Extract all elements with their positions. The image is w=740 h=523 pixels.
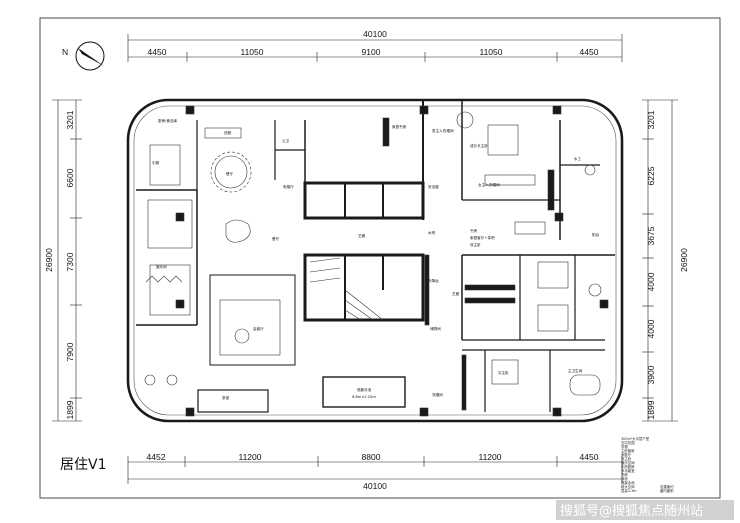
- legend-block: 300m²大平层户型 空中花园 衣帽 主卧套房 家庭厅 双主卧 娱乐空间 中西厨…: [621, 436, 674, 493]
- label-restaurant: 餐厅: [272, 236, 280, 241]
- bottom-seg-3: 8800: [362, 452, 381, 462]
- label-elder-son-suite: 成长长主卧: [470, 143, 488, 148]
- top-seg-4: 11050: [479, 47, 502, 57]
- left-seg-4: 7900: [65, 342, 75, 361]
- left-total-dim: 26900: [44, 248, 54, 272]
- left-seg-5: 1899: [65, 400, 75, 419]
- right-seg-3: 3675: [646, 226, 656, 245]
- label-hobby-room: 娱乐间: [156, 264, 167, 269]
- label-public-wc: 公卫: [282, 138, 290, 143]
- bottom-seg-1: 4452: [147, 452, 166, 462]
- label-meeting-room: 会客厅: [253, 326, 264, 331]
- legend-line-12: 观景泳池: [621, 480, 635, 485]
- furniture-details: [144, 105, 609, 417]
- right-seg-5: 4000: [646, 319, 656, 338]
- label-balcony: 阳台: [592, 232, 600, 237]
- legend-line-13: 超大空间: [621, 484, 635, 489]
- label-pool-size: 6.8m×2.25m: [352, 395, 376, 399]
- bottom-dimension-chain: [127, 456, 623, 484]
- label-study-room: 书房: [470, 228, 478, 233]
- legend-line-2: 空中花园: [621, 440, 635, 445]
- label-wardrobe: 衣帽间: [432, 392, 443, 397]
- left-dimension-chain: [52, 99, 82, 422]
- bottom-seg-2: 11200: [238, 452, 261, 462]
- right-seg-2: 6225: [646, 166, 656, 185]
- top-seg-3: 9100: [362, 47, 381, 57]
- legend-line-7: 娱乐空间: [621, 460, 635, 465]
- label-family-living: 家庭客厅+茶吧: [470, 235, 495, 240]
- legend-line-9: 多功能室: [621, 468, 635, 473]
- legend-line-1: 300m²大平层户型: [621, 436, 650, 441]
- label-master-closet: 女主人衣帽间: [478, 182, 500, 187]
- label-master-bath: 主卫生间: [568, 368, 583, 373]
- north-arrow: [75, 41, 105, 71]
- bottom-total-dim: 40100: [363, 481, 387, 491]
- left-seg-2: 6600: [65, 168, 75, 187]
- legend-line-16: 套内面积: [660, 488, 674, 493]
- watermark-text: 搜狐号@搜狐焦点随州站: [560, 504, 703, 519]
- top-seg-2: 11050: [240, 47, 263, 57]
- legend-line-11: 泳池: [621, 476, 628, 481]
- watermark-background: [556, 500, 734, 520]
- label-dining-room: 餐厅: [226, 171, 234, 176]
- bottom-seg-5: 4450: [580, 452, 599, 462]
- legend-line-5: 家庭厅: [621, 452, 632, 457]
- label-storage: 储物间: [430, 326, 441, 331]
- legend-line-14: 层高3.3m: [621, 488, 637, 493]
- top-seg-1: 4450: [148, 47, 167, 57]
- right-seg-1: 3201: [646, 110, 656, 129]
- left-seg-1: 3201: [65, 110, 75, 129]
- building-outline: [126, 98, 624, 423]
- bottom-seg-4: 11200: [478, 452, 501, 462]
- label-water-bar: 水吧: [428, 230, 436, 235]
- left-seg-3: 7300: [65, 252, 75, 271]
- label-art-corridor: 艺廊: [452, 291, 460, 296]
- label-art-gallery: 艺廊: [358, 233, 366, 238]
- top-dimension-chain: [127, 34, 623, 62]
- label-kitchen-storage: 厨房/食品库: [158, 118, 178, 123]
- right-seg-4: 4000: [646, 272, 656, 291]
- north-label: N: [62, 47, 68, 57]
- label-security-room: 安全屋: [428, 184, 439, 189]
- right-dimension-chain: [642, 99, 678, 422]
- legend-line-8: 中西厨房: [621, 464, 635, 469]
- label-lift-station: 升降台: [428, 278, 439, 283]
- label-chinese-kitchen: 中厨: [152, 160, 160, 165]
- label-elevator-hall: 电梯厅: [283, 184, 294, 189]
- legend-line-3: 衣帽: [621, 444, 628, 449]
- label-tea-room: 茶室: [222, 395, 230, 400]
- drawing-title: 居住V1: [60, 457, 106, 473]
- sheet-frame: [39, 17, 721, 499]
- legend-line-10: 书房: [621, 472, 628, 477]
- label-water-room: 水工: [574, 156, 582, 161]
- right-seg-6: 3900: [646, 365, 656, 384]
- label-mistress-closet: 男主人衣帽间: [432, 128, 454, 133]
- label-family-study: 家庭书房: [392, 124, 407, 129]
- legend-line-6: 双主卧: [621, 456, 632, 461]
- legend-line-15: 总建面约: [660, 484, 674, 489]
- label-girl-room: 次主卧: [498, 370, 509, 375]
- top-total-dim: 40100: [363, 29, 387, 39]
- right-total-dim: 26900: [679, 248, 689, 272]
- legend-line-4: 主卧套房: [621, 448, 635, 453]
- right-seg-7: 1899: [646, 400, 656, 419]
- top-seg-5: 4450: [580, 47, 599, 57]
- interior-walls: [136, 100, 615, 413]
- label-pool: 观景泳池: [357, 387, 372, 392]
- label-dual-master: 双主卧: [470, 242, 481, 247]
- label-western-kitchen: 西厨: [224, 130, 232, 135]
